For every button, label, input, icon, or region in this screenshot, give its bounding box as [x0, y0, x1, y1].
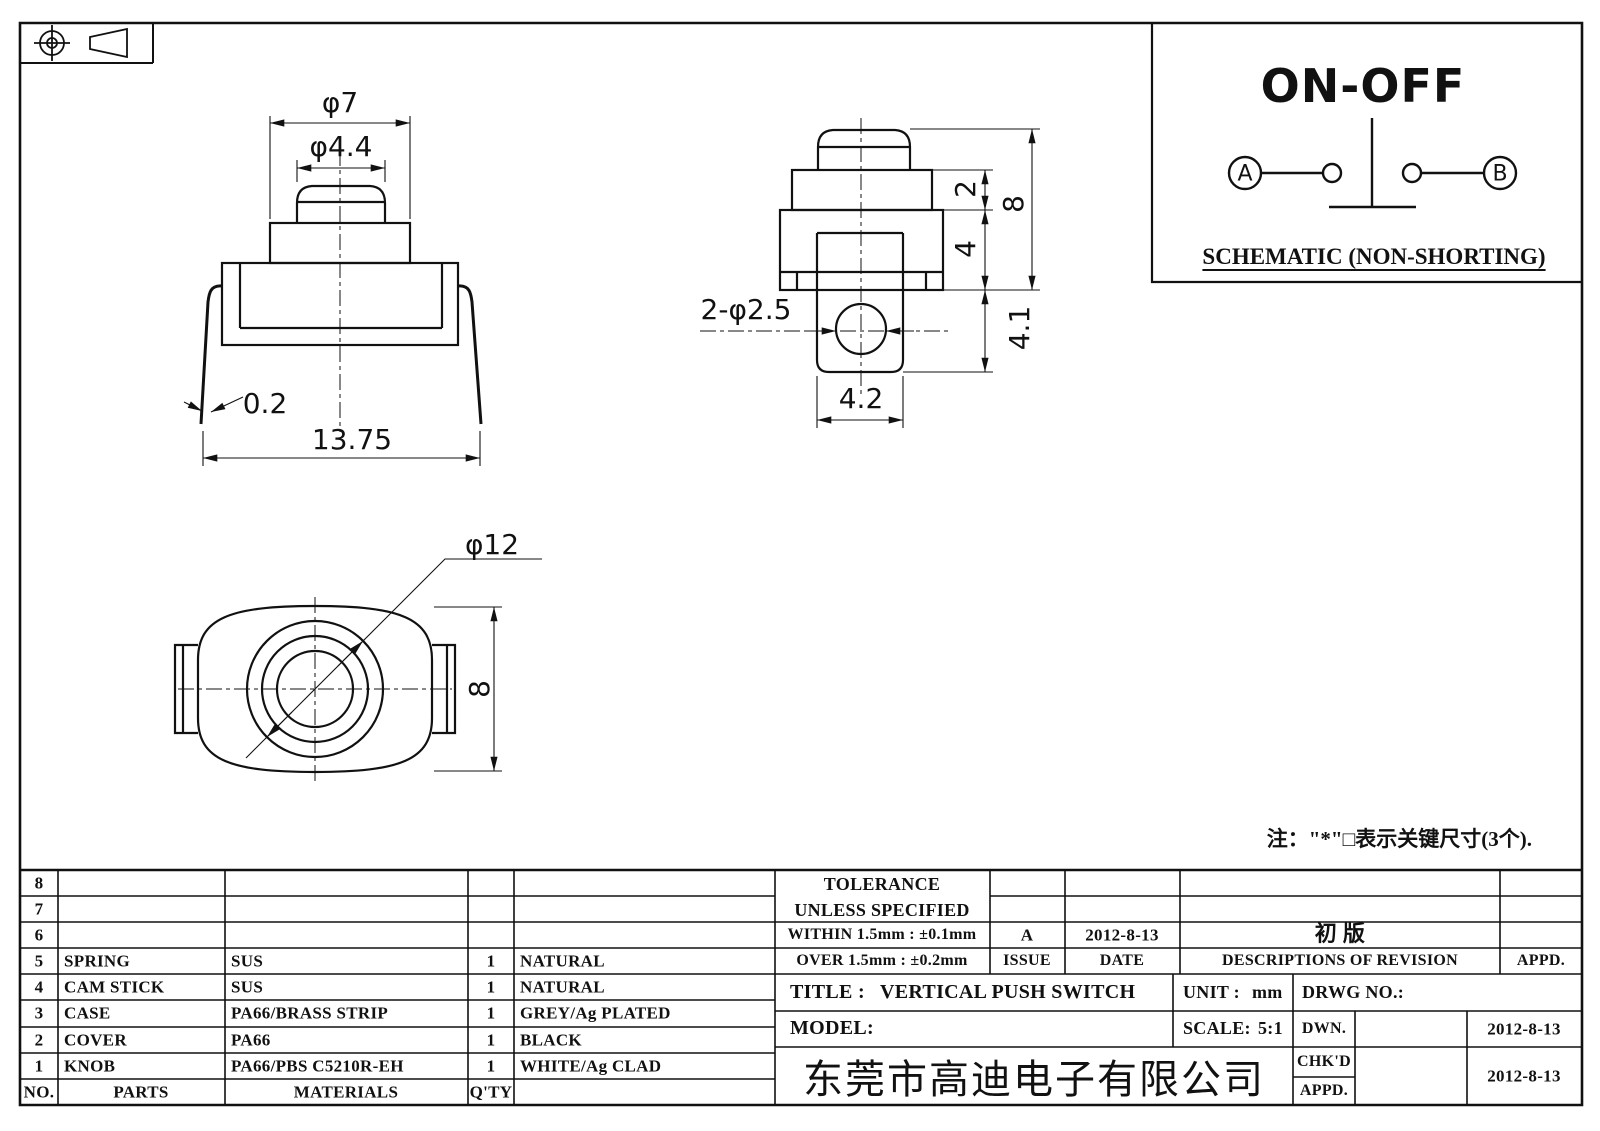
- model-label: MODEL:: [790, 1017, 875, 1039]
- dim-front-outer-dia: φ7: [321, 86, 359, 119]
- schematic-title: ON-OFF: [1260, 59, 1466, 113]
- unit-value: mm: [1252, 982, 1283, 1002]
- dim-top-height: 8: [463, 680, 496, 698]
- projection-target-icon: [34, 25, 70, 61]
- projection-symbol-box: [20, 23, 154, 64]
- part-material: SUS: [231, 977, 264, 997]
- projection-cone-icon: [89, 27, 128, 59]
- part-material: PA66/PBS C5210R-EH: [231, 1056, 404, 1076]
- row-no: 5: [34, 951, 44, 971]
- side-dimension-lines: [808, 129, 1036, 424]
- dim-side-hole: 2-φ2.5: [700, 293, 792, 326]
- table-lines: [20, 868, 1582, 1105]
- scale-value: 5:1: [1258, 1018, 1283, 1038]
- revision-description-value: 初 版: [1314, 921, 1366, 946]
- part-material: PA66/BRASS STRIP: [231, 1003, 389, 1023]
- row-no: 1: [34, 1056, 44, 1076]
- schematic-caption: SCHEMATIC (NON-SHORTING): [1202, 244, 1546, 269]
- dwn-date: 2012-8-13: [1487, 1019, 1561, 1039]
- part-qty: 1: [486, 1003, 496, 1023]
- row-no: 2: [34, 1030, 44, 1050]
- part-name: COVER: [64, 1030, 127, 1050]
- title-value: VERTICAL PUSH SWITCH: [880, 981, 1136, 1003]
- dim-side-hole-offset: 4.1: [1003, 305, 1036, 351]
- appd-label: APPD.: [1299, 1082, 1349, 1099]
- part-qty: 1: [486, 977, 496, 997]
- page-border: [18, 21, 1584, 1107]
- row-no: 3: [34, 1003, 44, 1023]
- key-dimension-note: 注："*"□表示关键尺寸(3个).: [1266, 827, 1532, 851]
- part-material: SUS: [231, 951, 264, 971]
- part-material: PA66: [231, 1030, 271, 1050]
- dim-front-overall-width: 13.75: [311, 423, 393, 456]
- tolerance-over: OVER 1.5mm : ±0.2mm: [796, 952, 968, 969]
- part-name: SPRING: [64, 951, 131, 971]
- part-name: KNOB: [64, 1056, 116, 1076]
- side-extension-lines: [816, 128, 1040, 428]
- front-view-legs: [199, 284, 483, 425]
- tolerance-title: TOLERANCE: [823, 874, 941, 894]
- revision-description-label: DESCRIPTIONS OF REVISION: [1222, 952, 1458, 969]
- schematic-circuit: [1227, 118, 1518, 209]
- terminal-b-label: B: [1492, 161, 1508, 187]
- tolerance-within: WITHIN 1.5mm : ±0.1mm: [787, 926, 977, 943]
- title-label: TITLE :: [790, 981, 865, 1003]
- revision-date-value: 2012-8-13: [1085, 925, 1159, 945]
- header-parts: PARTS: [113, 1082, 169, 1102]
- tolerance-subtitle: UNLESS SPECIFIED: [794, 900, 970, 920]
- chkd-date: 2012-8-13: [1487, 1066, 1561, 1086]
- part-name: CASE: [64, 1003, 111, 1023]
- dim-side-overall-height: 8: [997, 195, 1030, 213]
- revision-issue-value: A: [1020, 925, 1034, 945]
- part-finish: BLACK: [520, 1030, 582, 1050]
- revision-appd-label: APPD.: [1516, 952, 1566, 969]
- header-no: NO.: [23, 1082, 55, 1102]
- dim-top-dia: φ12: [464, 528, 520, 561]
- part-finish: NATURAL: [520, 977, 605, 997]
- unit-label: UNIT :: [1183, 982, 1240, 1002]
- schematic-box: [1150, 23, 1582, 284]
- dim-side-collar-height: 2: [949, 180, 982, 198]
- scale-label: SCALE:: [1183, 1018, 1251, 1038]
- row-no: 4: [34, 977, 44, 997]
- revision-issue-label: ISSUE: [1003, 952, 1051, 969]
- company-name: 东莞市高迪电子有限公司: [803, 1058, 1265, 1102]
- part-finish: WHITE/Ag CLAD: [520, 1056, 662, 1076]
- part-qty: 1: [486, 951, 496, 971]
- row-no: 6: [34, 925, 44, 945]
- header-qty: Q'TY: [469, 1082, 513, 1102]
- dim-side-body-height: 4: [949, 240, 982, 258]
- drwg-no-label: DRWG NO.:: [1302, 982, 1405, 1002]
- row-no: 7: [34, 899, 44, 919]
- terminal-a-label: A: [1237, 161, 1253, 187]
- dwn-label: DWN.: [1301, 1020, 1347, 1037]
- dim-side-tab-width: 4.2: [838, 382, 884, 415]
- part-name: CAM STICK: [64, 977, 165, 997]
- part-qty: 1: [486, 1030, 496, 1050]
- front-dimension-lines: [183, 119, 480, 462]
- top-dimension-lines: [245, 558, 542, 772]
- row-no: 8: [34, 873, 44, 893]
- chkd-label: CHK'D: [1297, 1053, 1351, 1070]
- part-finish: NATURAL: [520, 951, 605, 971]
- side-centerlines: [700, 118, 950, 396]
- revision-date-label: DATE: [1099, 952, 1145, 969]
- part-qty: 1: [486, 1056, 496, 1076]
- header-materials: MATERIALS: [293, 1082, 399, 1102]
- part-finish: GREY/Ag PLATED: [520, 1003, 671, 1023]
- dim-front-knob-dia: φ4.4: [309, 130, 373, 163]
- dim-front-leg-thickness: 0.2: [242, 387, 288, 420]
